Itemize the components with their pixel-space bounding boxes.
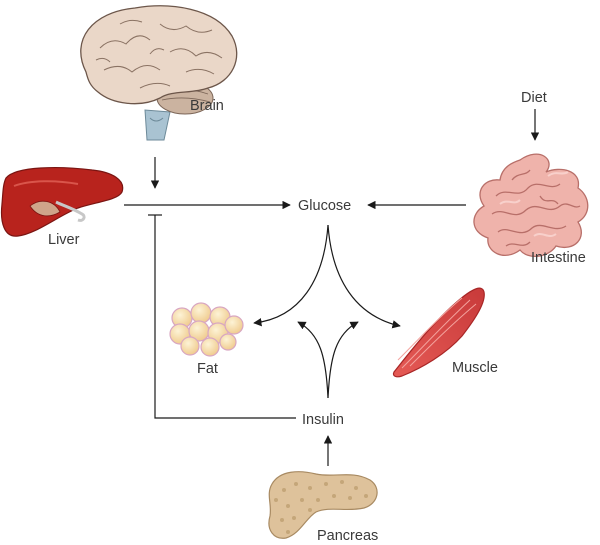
glucose-to-muscle-arrow	[327, 224, 401, 329]
liver-label: Liver	[48, 232, 80, 248]
fat-label: Fat	[197, 361, 218, 377]
fat-illustration	[169, 302, 244, 357]
connector-lines	[124, 109, 540, 466]
insulin-inhibits-liver-line	[154, 215, 296, 419]
muscle-illustration	[392, 287, 485, 378]
pancreas-illustration	[268, 471, 378, 539]
glucose-label: Glucose	[298, 198, 351, 214]
brain-illustration	[80, 5, 238, 141]
glucose-to-fat-arrow	[253, 224, 329, 327]
muscle-label: Muscle	[452, 360, 498, 376]
insulin-to-muscle-arrow	[327, 321, 359, 399]
liver-illustration	[0, 167, 124, 237]
pancreas-label: Pancreas	[317, 528, 378, 544]
insulin-to-fat-arrow	[297, 321, 329, 399]
brain-label: Brain	[190, 98, 224, 114]
diet-label: Diet	[521, 90, 547, 106]
intestine-illustration	[473, 153, 589, 257]
intestine-label: Intestine	[531, 250, 586, 266]
insulin-label: Insulin	[302, 412, 344, 428]
